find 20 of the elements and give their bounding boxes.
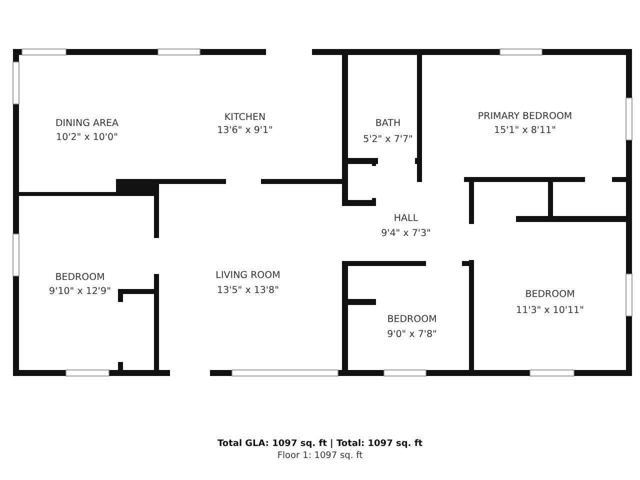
room-dimensions: PRIMARY BEDROOM [478, 111, 572, 123]
floor-area-text: Floor 1: 1097 sq. ft [277, 450, 363, 462]
room-dimensions: DINING AREA [55, 118, 119, 130]
room-name: 9'0" x 7'8" [387, 329, 437, 341]
room-dimensions: BEDROOM [55, 272, 105, 284]
room-dimensions: HALL [394, 213, 418, 225]
room-name: 13'6" x 9'1" [217, 125, 273, 137]
room-dimensions: LIVING ROOM [216, 270, 280, 282]
room-name: 5'2" x 7'7" [363, 134, 413, 146]
room-name: 9'4" x 7'3" [381, 228, 431, 240]
total-area-text: Total GLA: 1097 sq. ft | Total: 1097 sq. ft [217, 438, 423, 450]
room-dimensions: BEDROOM [387, 314, 437, 326]
room-dimensions: BATH [375, 118, 401, 130]
room-name: 15'1" x 8'11" [494, 125, 556, 137]
room-name: 9'10" x 12'9" [49, 286, 111, 298]
room-name: 13'5" x 13'8" [217, 285, 279, 297]
room-name: 10'2" x 10'0" [56, 132, 118, 144]
room-name: 11'3" x 10'11" [516, 305, 584, 317]
room-dimensions: KITCHEN [224, 112, 266, 124]
room-dimensions: BEDROOM [525, 289, 575, 301]
